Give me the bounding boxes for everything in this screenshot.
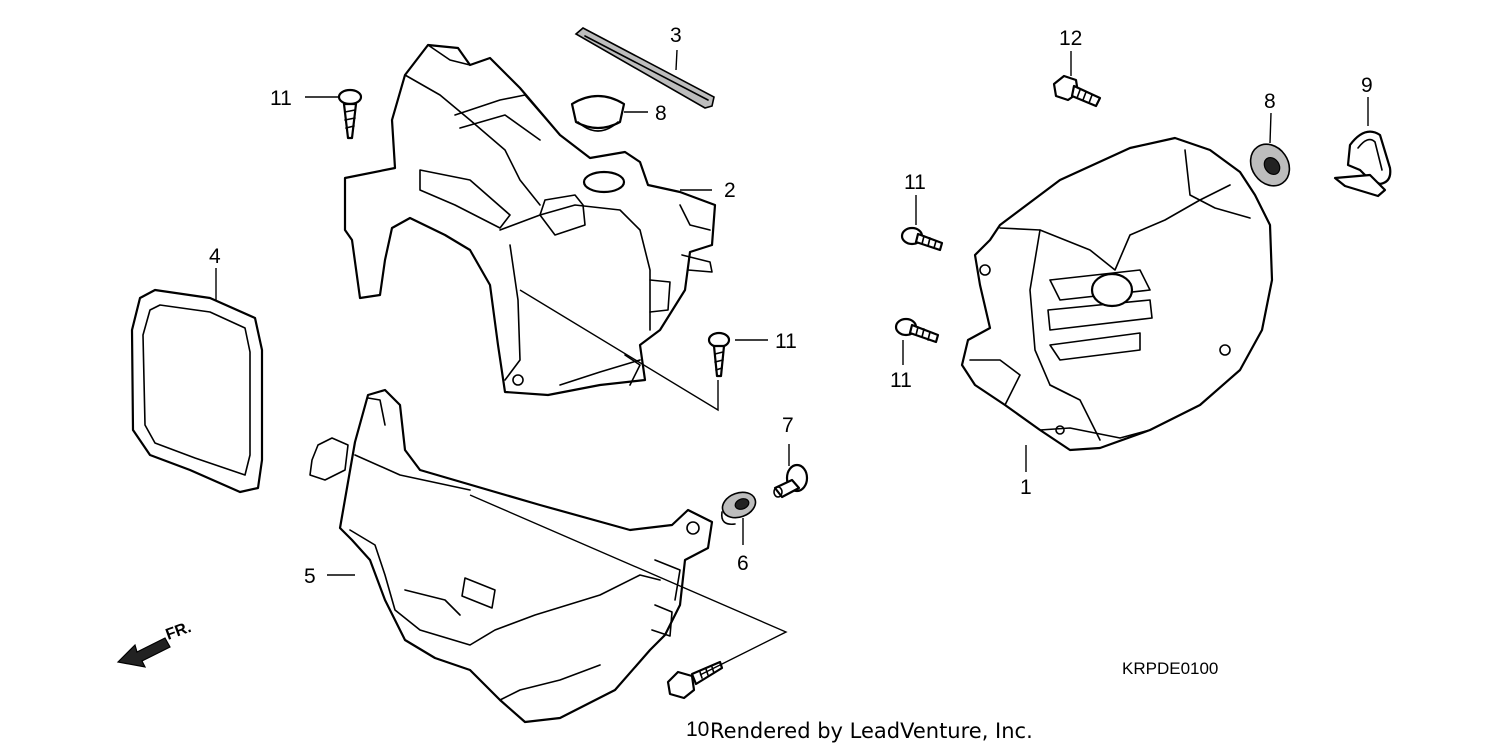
part-10-flange-bolt[interactable]	[666, 660, 724, 700]
part-7-collar[interactable]	[773, 463, 809, 499]
part-9-clamp[interactable]	[1333, 130, 1392, 198]
callout-2: 2	[724, 179, 736, 202]
part-2-upper-cover[interactable]	[343, 43, 717, 397]
part-8-grommet-right[interactable]	[1243, 137, 1298, 194]
diagram-code: KRPDE0100	[1122, 659, 1218, 678]
callout-3: 3	[670, 24, 682, 47]
callout-8-right: 8	[1264, 90, 1276, 113]
callout-8-left: 8	[655, 102, 667, 125]
part-4-gasket[interactable]	[130, 288, 264, 494]
part-3-seal-strip[interactable]	[574, 27, 715, 109]
part-1-fan-cover[interactable]	[960, 136, 1274, 452]
front-direction-arrow: FR.	[116, 619, 194, 668]
credit-text: Rendered by LeadVenture, Inc.	[710, 719, 1033, 743]
callout-5: 5	[304, 565, 316, 588]
callout-4: 4	[209, 245, 221, 268]
callout-10: 10	[686, 718, 709, 741]
callout-11-upper-left: 11	[270, 87, 292, 110]
part-11-screw-right-upper[interactable]	[900, 226, 944, 252]
part-12-bolt[interactable]	[1052, 74, 1102, 108]
callout-9: 9	[1361, 74, 1373, 97]
leader-lines	[215, 49, 1369, 676]
callout-12: 12	[1059, 27, 1082, 50]
part-5-lower-cover[interactable]	[309, 388, 714, 724]
callout-11-right-lower: 11	[890, 369, 912, 392]
callout-6: 6	[737, 552, 749, 575]
part-11-screw-middle[interactable]	[707, 331, 731, 378]
part-8-grommet-left[interactable]	[570, 94, 626, 132]
callout-1: 1	[1020, 476, 1032, 499]
callout-11-middle: 11	[775, 330, 797, 353]
part-11-screw-upper[interactable]	[337, 88, 363, 140]
part-6-bushing[interactable]	[719, 488, 759, 526]
direction-label: FR.	[164, 619, 194, 644]
callout-11-right-upper: 11	[904, 171, 926, 194]
callout-7: 7	[782, 414, 794, 437]
part-11-screw-right-lower[interactable]	[894, 317, 940, 344]
